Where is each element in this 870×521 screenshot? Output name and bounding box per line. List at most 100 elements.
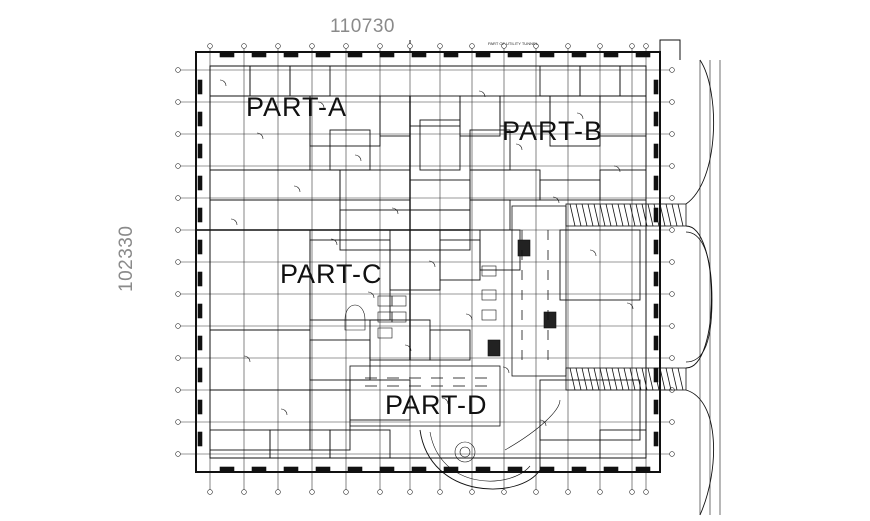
grid-bubble [669, 163, 675, 169]
ramp-hatch [623, 203, 630, 227]
door-swing [367, 291, 375, 299]
ramp-hatch [647, 203, 654, 227]
wall-segment [197, 431, 203, 447]
ramp-hatch [581, 367, 588, 391]
wall-segment [315, 52, 331, 58]
ramp-hatch [647, 367, 654, 391]
ramp-hatch [677, 203, 684, 227]
wall-segment [197, 79, 203, 95]
door-swing [230, 218, 238, 226]
parking-lane [511, 205, 567, 377]
grid-bubble [669, 195, 675, 201]
atrium-fountain-inner [459, 446, 471, 458]
grid-bubble [629, 489, 635, 495]
grid-bubble [241, 489, 247, 495]
grid-bubble [175, 131, 181, 137]
overall-width-dimension: 110730 [330, 16, 395, 37]
wall-segment [653, 303, 659, 319]
ramp-hatch [605, 367, 612, 391]
wall-segment [283, 52, 299, 58]
grid-bubble [175, 67, 181, 73]
ramp-hatch [599, 367, 606, 391]
door-swing [428, 260, 436, 268]
door-swing [502, 366, 510, 374]
grid-bubble [207, 489, 213, 495]
wall-segment [379, 52, 395, 58]
lower-lane [349, 365, 501, 427]
grid-bubble [377, 489, 383, 495]
grid-bubble [309, 43, 315, 49]
ramp-hatch [659, 367, 666, 391]
wall-segment [635, 52, 651, 58]
wall-segment [507, 466, 523, 472]
door-swing [552, 196, 560, 204]
door-swing [243, 355, 251, 363]
room [209, 169, 341, 201]
ramp-hatch [569, 203, 576, 227]
utility-tunnel-outline [409, 39, 681, 60]
bottom-ramp [565, 367, 687, 391]
grid-bubble [565, 489, 571, 495]
grid-bubble [309, 489, 315, 495]
grid-bubble [643, 489, 649, 495]
wall-segment [197, 207, 203, 223]
ramp-hatch [587, 367, 594, 391]
grid-bubble [669, 131, 675, 137]
wall-segment [653, 335, 659, 351]
ramp-hatch [617, 203, 624, 227]
grid-bubble [175, 99, 181, 105]
grid-bubble [533, 489, 539, 495]
part-d-label: PART-D [385, 390, 488, 420]
ramp-outline [565, 367, 687, 391]
grid-bubble [175, 355, 181, 361]
door-swing [576, 112, 584, 120]
part-a-label: PART-A [246, 92, 348, 122]
room [599, 169, 647, 201]
wall-segment [197, 111, 203, 127]
room [599, 95, 647, 137]
grid-bubble [175, 195, 181, 201]
perimeter-columns [197, 52, 659, 472]
grid-bubble [669, 291, 675, 297]
wall-segment [603, 466, 619, 472]
wall-segment [475, 52, 491, 58]
room [539, 65, 581, 97]
ramp-hatch [635, 203, 642, 227]
door-swing [478, 90, 486, 98]
ramp-hatch [617, 367, 624, 391]
fixture [377, 327, 393, 339]
wall-segment [411, 466, 427, 472]
room [439, 239, 481, 281]
wall-segment [571, 466, 587, 472]
ramp-hatch [569, 367, 576, 391]
atrium-curve [419, 429, 541, 490]
wall-segment [219, 466, 235, 472]
ramp-hatch [677, 367, 684, 391]
wall-segment [251, 52, 267, 58]
ramp-hatch [641, 367, 648, 391]
wall-segment [347, 52, 363, 58]
room [309, 339, 371, 381]
fixture [481, 289, 497, 301]
wall-segment [653, 271, 659, 287]
door-swing [465, 313, 473, 321]
part-c-label: PART-C [280, 259, 383, 289]
room [389, 229, 441, 291]
grid-bubble [669, 259, 675, 265]
ramp-hatch [671, 203, 678, 227]
ramp-hatch [653, 203, 660, 227]
grid-bubble [533, 43, 539, 49]
ramp-hatch [611, 203, 618, 227]
tunnel-label: PART OF UTILITY TUNNEL [488, 41, 538, 46]
ramp-hatch [581, 203, 588, 227]
grid-bubble [175, 163, 181, 169]
wall-segment [539, 52, 555, 58]
wall-segment [197, 271, 203, 287]
ramp-hatch [599, 203, 606, 227]
fixture [481, 309, 497, 321]
grid-bubble [501, 43, 507, 49]
grid-bubble [207, 43, 213, 49]
wall-segment [443, 52, 459, 58]
door-swing [219, 79, 227, 87]
